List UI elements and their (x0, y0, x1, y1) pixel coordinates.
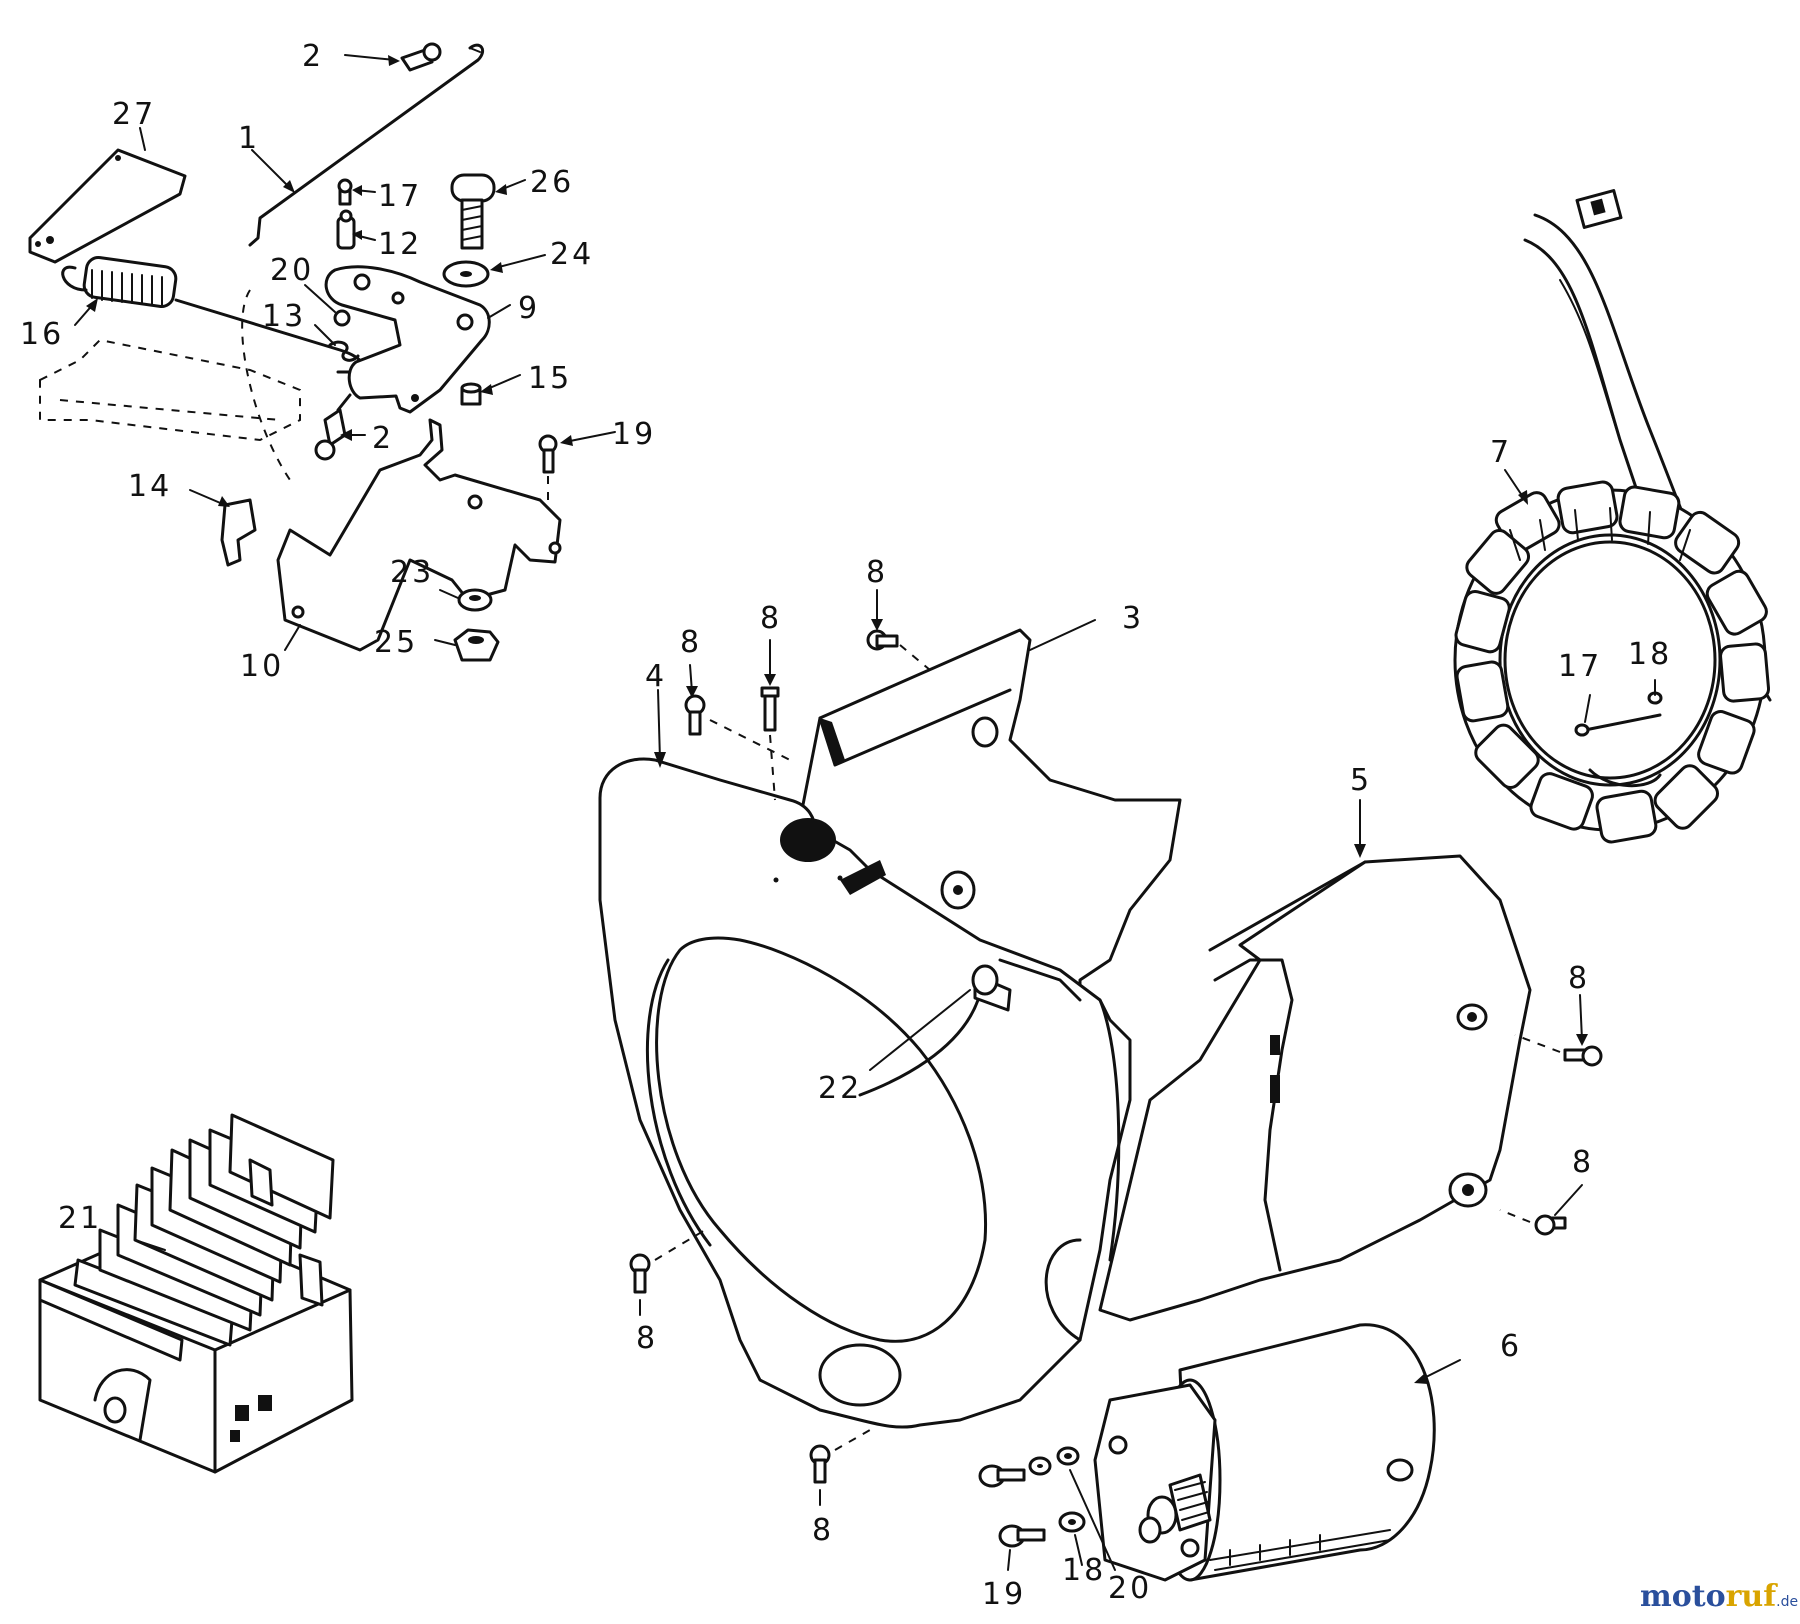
callout-2-top: 2 (302, 39, 324, 74)
callout-7: 7 (1490, 435, 1512, 470)
shroud-5 (1098, 854, 1532, 1322)
stud-12 (336, 209, 356, 250)
callout-22: 22 (818, 1071, 862, 1106)
callout-27: 27 (112, 97, 156, 132)
svg-text:motoruf.de: motoruf.de (1640, 1579, 1798, 1614)
governor-rod-1 (248, 43, 484, 247)
callout-17-stator: 17 (1558, 649, 1602, 684)
nut-25 (453, 628, 500, 662)
callout-15: 15 (528, 361, 572, 396)
clip-13 (328, 340, 360, 362)
callout-5: 5 (1350, 763, 1372, 798)
callout-17-upper: 17 (378, 179, 422, 214)
callout-16: 16 (20, 317, 64, 352)
callout-3: 3 (1122, 601, 1144, 636)
callout-8-top-c: 8 (866, 555, 888, 590)
callout-18-stator: 18 (1628, 637, 1672, 672)
screw-8-top-b (760, 686, 780, 732)
callout-6: 6 (1500, 1329, 1522, 1364)
callout-25: 25 (374, 625, 418, 660)
callout-8-left: 8 (636, 1321, 658, 1356)
callout-9: 9 (518, 291, 540, 326)
screw-8-bottom (809, 1444, 831, 1484)
callout-10: 10 (240, 649, 284, 684)
callout-8-bottom: 8 (812, 1513, 834, 1548)
rod-end-2-lower (314, 393, 352, 461)
callout-20-lower: 20 (1108, 1571, 1152, 1606)
clip-14 (220, 498, 257, 567)
callout-24: 24 (550, 237, 594, 272)
clamp-22 (971, 964, 1012, 1012)
washer-20-lower (1028, 1446, 1080, 1476)
nut-15 (460, 382, 482, 406)
callout-13: 13 (262, 299, 306, 334)
bolt-starter-upper (978, 1464, 1026, 1488)
callout-26: 26 (530, 165, 574, 200)
watermark-part2: ruf (1726, 1579, 1779, 1614)
rod-end-2-top (400, 42, 442, 72)
callout-8-top-a: 8 (680, 625, 702, 660)
carburetor-outline (39, 289, 301, 481)
callout-2-lower: 2 (372, 421, 394, 456)
callout-18-lower: 18 (1062, 1553, 1106, 1588)
callout-19-lower: 19 (982, 1577, 1026, 1612)
callout-19-upper: 19 (612, 417, 656, 452)
screw-19-upper (538, 434, 558, 474)
screw-8-left (629, 1253, 651, 1294)
callout-21: 21 (58, 1201, 102, 1236)
callout-8-right-b: 8 (1572, 1145, 1594, 1180)
callout-8-top-b: 8 (760, 601, 782, 636)
bolt-19-lower (998, 1524, 1046, 1548)
screw-8-top-c (866, 629, 899, 651)
screw-8-right-b (1534, 1214, 1567, 1236)
spring-16 (61, 255, 364, 374)
screw-8-top-a (684, 694, 706, 736)
callout-1: 1 (238, 121, 260, 156)
bolt-26 (450, 173, 496, 250)
bracket-10 (276, 418, 562, 652)
callout-labels: 2 27 1 17 26 12 24 20 9 13 16 15 2 19 14… (20, 39, 1672, 1612)
starter-motor-6 (1093, 1323, 1436, 1582)
governor-linkage-group (28, 42, 562, 662)
watermark-part1: moto (1640, 1579, 1726, 1614)
callout-23: 23 (390, 555, 434, 590)
callout-20-upper: 20 (270, 253, 314, 288)
washer-18-lower (1058, 1511, 1086, 1533)
watermark-logo: motoruf.de (1640, 1579, 1798, 1614)
stator-7 (1453, 189, 1772, 844)
screw-17-upper (337, 178, 353, 206)
blower-housing-group (598, 628, 1603, 1484)
lever-plate-9 (324, 265, 491, 414)
watermark-suffix: .de (1776, 1594, 1798, 1610)
callout-14: 14 (128, 469, 172, 504)
callout-12: 12 (378, 227, 422, 262)
callout-8-right-a: 8 (1568, 961, 1590, 996)
leader-lines (74, 54, 1656, 1571)
callout-4: 4 (645, 659, 667, 694)
bracket-27 (28, 148, 187, 264)
washer-20-upper (333, 309, 351, 327)
screw-8-right-a (1563, 1045, 1603, 1067)
rectifier-21 (38, 1113, 354, 1474)
